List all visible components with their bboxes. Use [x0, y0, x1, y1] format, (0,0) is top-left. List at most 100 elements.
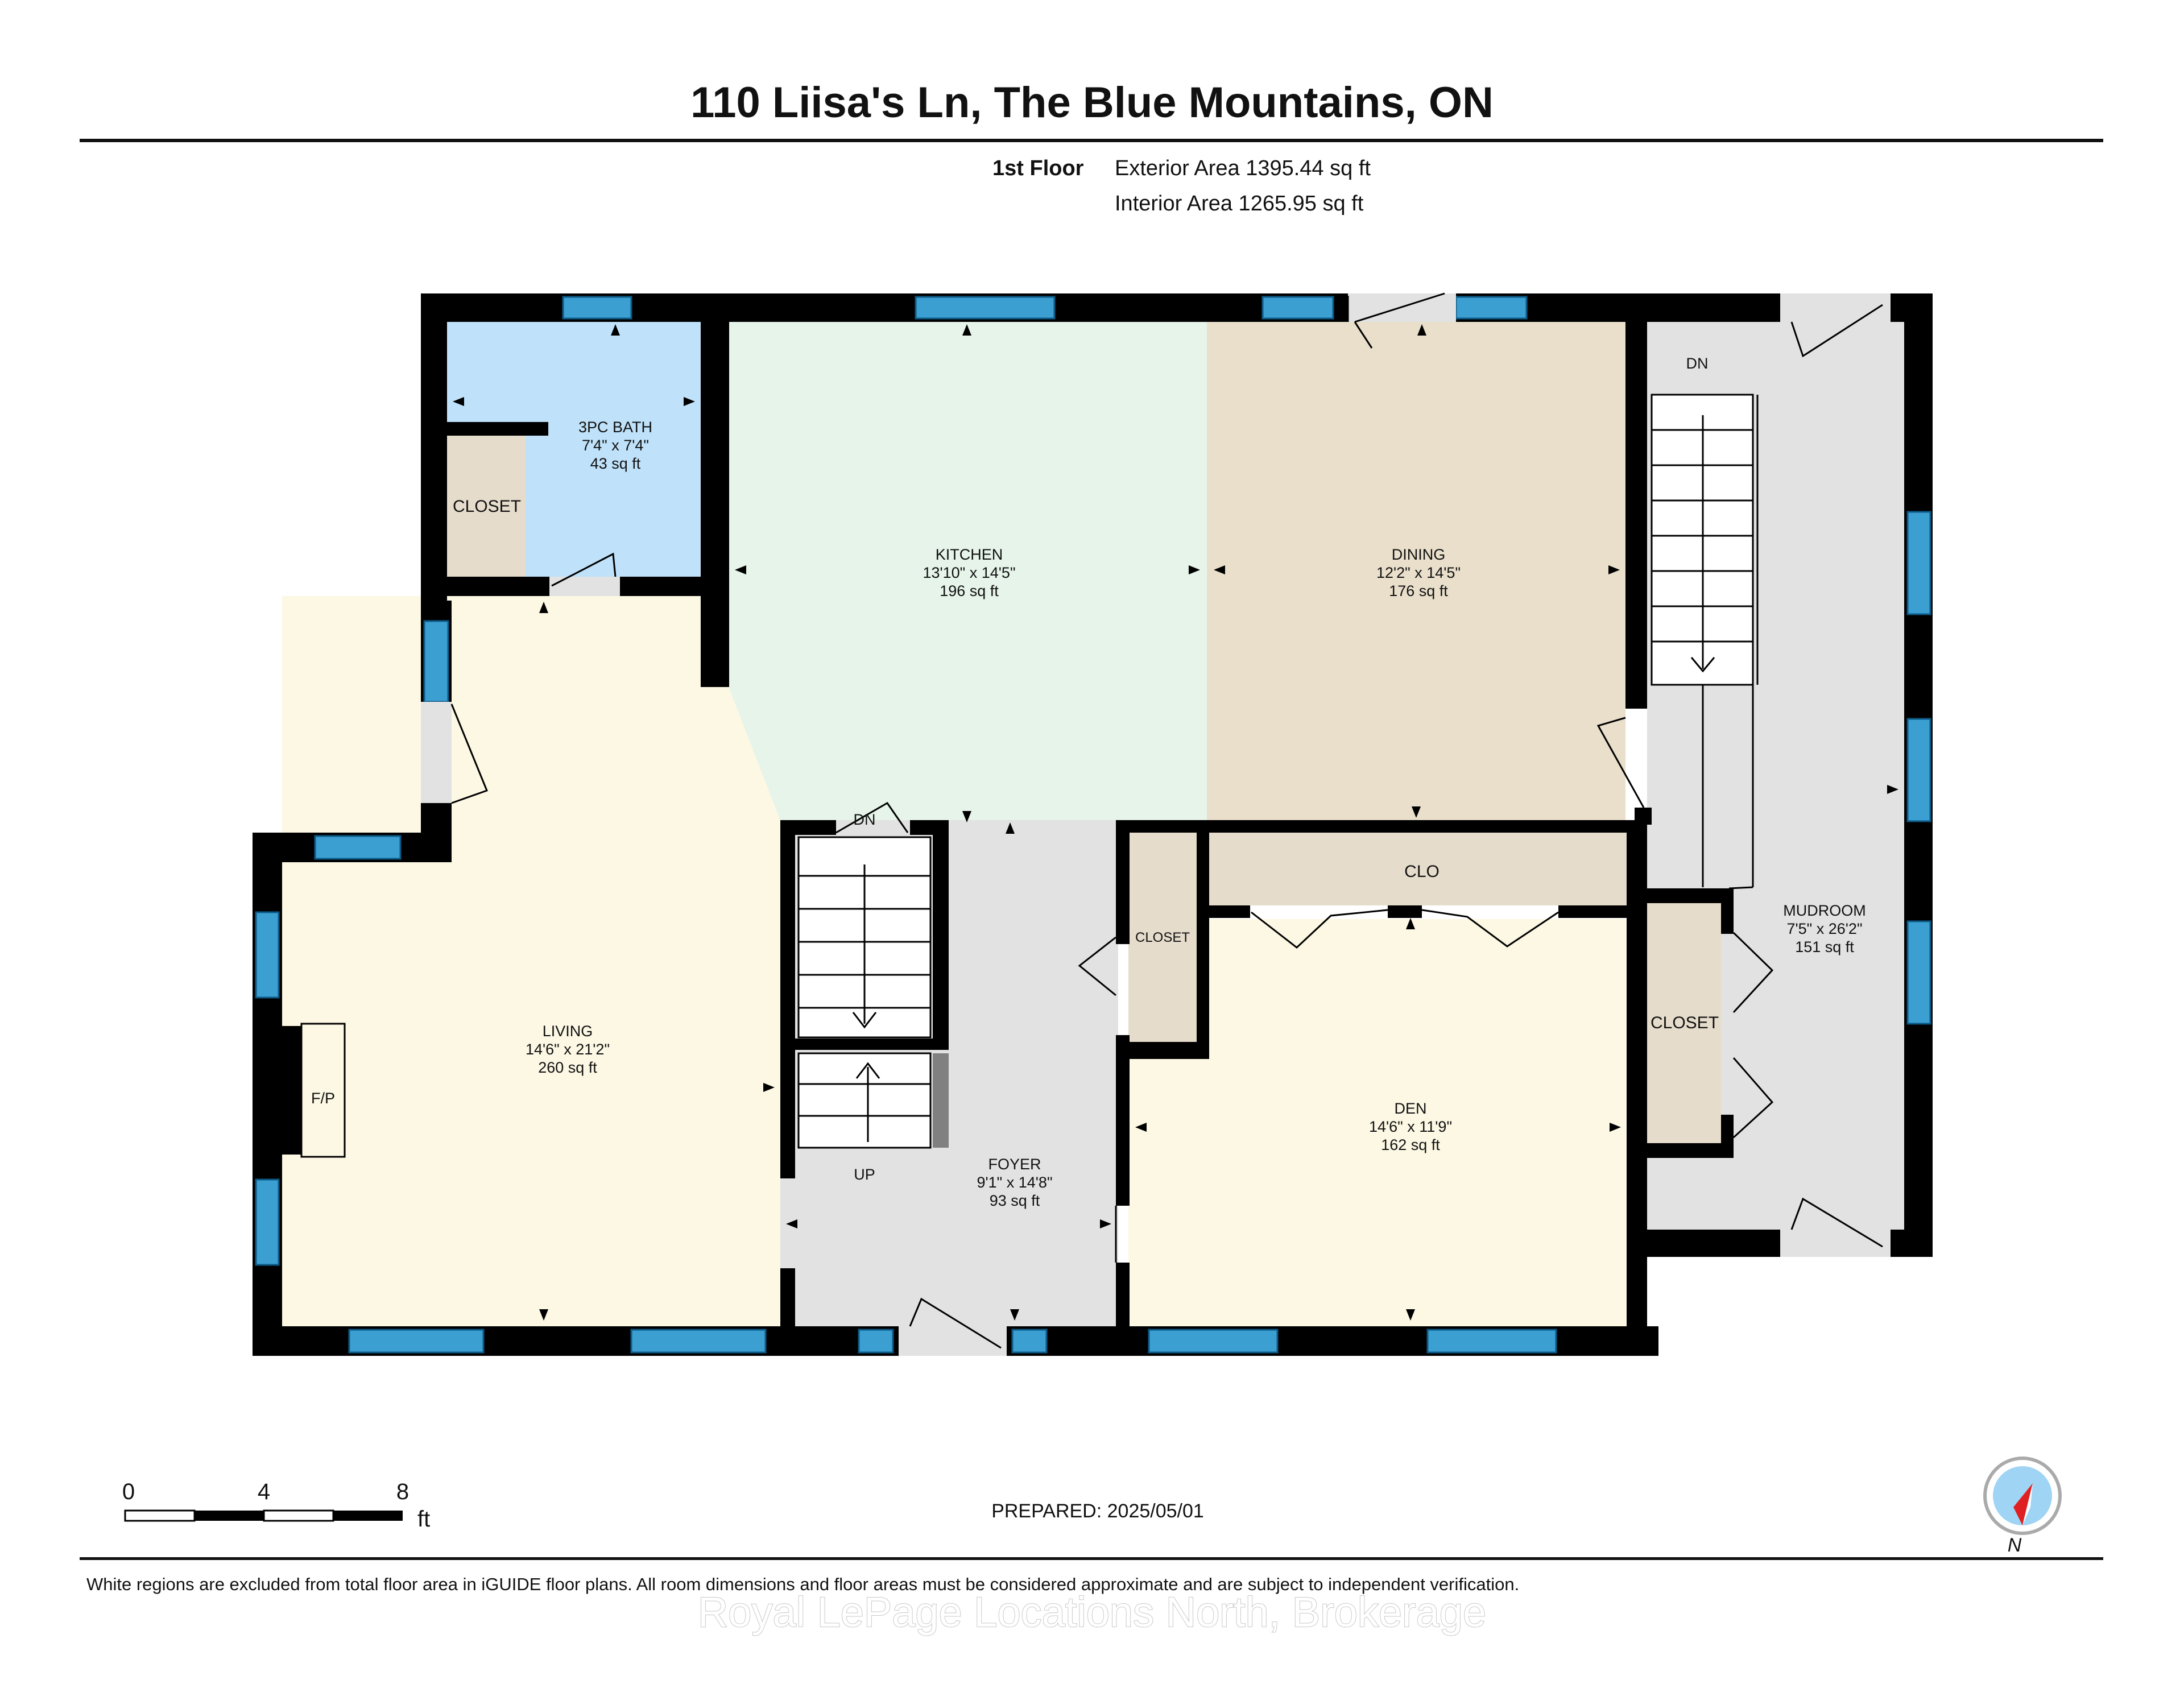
scale-tick-8: 8 — [396, 1479, 409, 1504]
bath-closet-fill — [447, 436, 526, 577]
foyer-dims: 9'1" x 14'8" — [977, 1174, 1052, 1191]
bath-dims: 7'4" x 7'4" — [582, 437, 649, 454]
title-rule — [80, 139, 2103, 142]
wall — [1116, 1035, 1130, 1206]
foyer-area: 93 sq ft — [990, 1192, 1040, 1209]
den-area: 162 sq ft — [1381, 1136, 1440, 1153]
window — [1906, 718, 1931, 822]
wall — [1116, 820, 1130, 944]
door-opening — [1780, 1230, 1891, 1257]
walls — [253, 293, 1933, 1356]
wall — [1721, 1115, 1734, 1158]
foyer-closet-label: CLOSET — [1135, 930, 1190, 945]
door-swing — [1421, 909, 1559, 948]
window — [1455, 296, 1528, 320]
door-swing — [1596, 717, 1645, 808]
wall — [1197, 905, 1250, 918]
scale-segment — [195, 1511, 264, 1521]
compass-icon: N — [1983, 1457, 2062, 1556]
wall — [421, 293, 447, 601]
door-swing — [1078, 936, 1116, 996]
door-opening — [549, 577, 620, 596]
floor-label: 1st Floor — [992, 156, 1084, 180]
wall — [1197, 831, 1209, 1059]
window — [255, 1178, 280, 1266]
stair-rail — [933, 1053, 949, 1148]
window — [1011, 1329, 1048, 1354]
scale-segment — [124, 1509, 196, 1522]
living-dims: 14'6" x 21'2" — [526, 1041, 610, 1058]
door-swing — [1790, 304, 1883, 358]
compass-label: N — [2008, 1534, 2022, 1556]
wall — [780, 820, 795, 1178]
kitchen-dims: 13'10" x 14'5" — [923, 564, 1015, 581]
wall — [1130, 1042, 1209, 1059]
living-area: 260 sq ft — [538, 1059, 597, 1076]
wall — [447, 577, 549, 596]
stairs-dn-foyer-label: DN — [854, 811, 876, 828]
door-swing — [1790, 1197, 1883, 1248]
footer-note: White regions are excluded from total fl… — [86, 1574, 1519, 1594]
footer-rule — [80, 1557, 2103, 1560]
dining-fill — [1207, 322, 1625, 820]
prepared-date: PREPARED: 2025/05/01 — [991, 1500, 1204, 1522]
scale-unit: ft — [417, 1507, 430, 1532]
wall — [1721, 888, 1734, 934]
mud-closet-fill — [1645, 902, 1721, 1143]
stairs-up-label: UP — [854, 1166, 875, 1183]
mud-bench — [1652, 684, 1754, 889]
door-swing — [909, 1297, 1002, 1349]
wall — [620, 577, 729, 596]
wall — [701, 322, 729, 687]
kitchen-area: 196 sq ft — [940, 582, 999, 599]
compass-needle-tail — [2022, 1483, 2033, 1525]
watermark: Royal LePage Locations North, Brokerage — [698, 1588, 1486, 1636]
bath-closet-label: CLOSET — [453, 497, 521, 516]
scale-tick-4: 4 — [258, 1479, 270, 1504]
den-name: DEN — [1394, 1100, 1426, 1117]
foyer-name: FOYER — [988, 1156, 1041, 1173]
mudroom-area: 151 sq ft — [1795, 938, 1854, 955]
door-opening — [1780, 293, 1891, 322]
wall — [253, 833, 282, 1356]
mud-closet-label: CLOSET — [1651, 1013, 1719, 1032]
window — [423, 620, 449, 703]
door-opening — [421, 702, 452, 803]
scale-bar: 0 4 8 ft — [122, 1479, 430, 1532]
wall — [933, 820, 949, 1048]
wall — [1645, 888, 1732, 903]
interior-area: Interior Area 1265.95 sq ft — [1115, 192, 1364, 216]
wall — [1625, 322, 1647, 709]
bath-area: 43 sq ft — [590, 455, 641, 472]
clo-fill — [1208, 831, 1627, 905]
wall — [780, 1268, 795, 1326]
compass-face — [1993, 1466, 2052, 1525]
window — [562, 296, 632, 320]
wall — [1116, 1263, 1130, 1326]
window — [255, 911, 280, 999]
fireplace-label: F/P — [311, 1090, 335, 1107]
wall — [1645, 1143, 1732, 1158]
mudroom-name: MUDROOM — [1783, 902, 1866, 919]
door-swing — [450, 704, 488, 804]
bath-name: 3PC BATH — [578, 419, 652, 436]
stairs-dn-mud-label: DN — [1686, 355, 1709, 372]
clo-label: CLO — [1404, 862, 1440, 881]
windows — [255, 296, 1931, 1354]
door-swing — [835, 802, 909, 834]
wall — [1388, 905, 1422, 918]
stair-treads — [1652, 415, 1753, 673]
stair-treads — [799, 1062, 930, 1142]
window — [1148, 1329, 1279, 1354]
dining-area: 176 sq ft — [1389, 582, 1448, 599]
wall — [910, 820, 949, 835]
dining-dims: 12'2" x 14'5" — [1376, 564, 1461, 581]
dining-name: DINING — [1392, 546, 1446, 563]
scale-tick-0: 0 — [122, 1479, 135, 1504]
compass-needle-icon — [2013, 1483, 2033, 1525]
fireplace — [282, 1026, 301, 1155]
window — [630, 1329, 767, 1354]
door-swing — [1251, 909, 1388, 949]
kitchen-name: KITCHEN — [936, 546, 1003, 563]
scale-segment — [333, 1511, 403, 1521]
